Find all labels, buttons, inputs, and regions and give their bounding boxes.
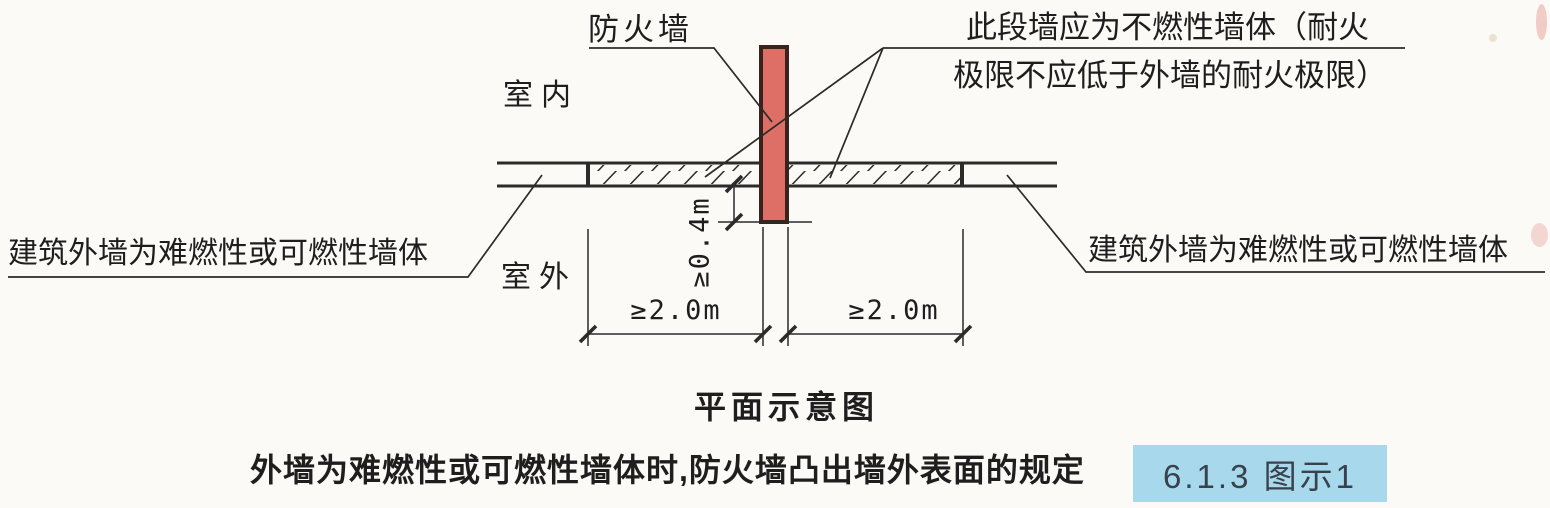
noncombustible-note-line2: 极限不应低于外墙的耐火极限）	[953, 58, 1387, 93]
indoor-label: 室内	[503, 79, 579, 112]
figure-number-badge: 6.1.3 图示1	[1133, 445, 1387, 502]
figure-caption: 外墙为难燃性或可燃性墙体时,防火墙凸出墙外表面的规定	[250, 452, 1085, 488]
dimension-right-value: ≥2.0m	[848, 295, 940, 326]
firewall-label: 防火墙	[588, 12, 693, 47]
left-wall-label: 建筑外墙为难燃性或可燃性墙体	[8, 237, 428, 270]
outdoor-label: 室外	[501, 261, 577, 294]
dimension-left-value: ≥2.0m	[630, 295, 722, 326]
dim-tick	[578, 324, 598, 344]
noncombustible-note-line1: 此段墙应为不燃性墙体（耐火	[966, 10, 1369, 45]
note-leader-left	[704, 47, 884, 178]
dimension-protrusion-value: ≥0.4m	[684, 196, 716, 288]
figure-number-label: 6.1.3 图示1	[1163, 457, 1357, 495]
dim-tick	[724, 212, 744, 232]
dim-tick	[753, 324, 773, 344]
note-leader-right	[829, 47, 884, 179]
dim-tick	[953, 324, 973, 344]
noncombustible-note: 此段墙应为不燃性墙体（耐火 极限不应低于外墙的耐火极限）	[953, 4, 1387, 100]
left-wall-leader-line	[8, 174, 543, 278]
right-wall-label: 建筑外墙为难燃性或可燃性墙体	[1088, 234, 1508, 267]
right-wall-leader-line	[1006, 174, 1545, 273]
dim-tick	[778, 324, 798, 344]
dim-tick	[724, 174, 744, 194]
view-title: 平面示意图	[694, 389, 880, 425]
firewall-leader-line	[589, 47, 773, 123]
